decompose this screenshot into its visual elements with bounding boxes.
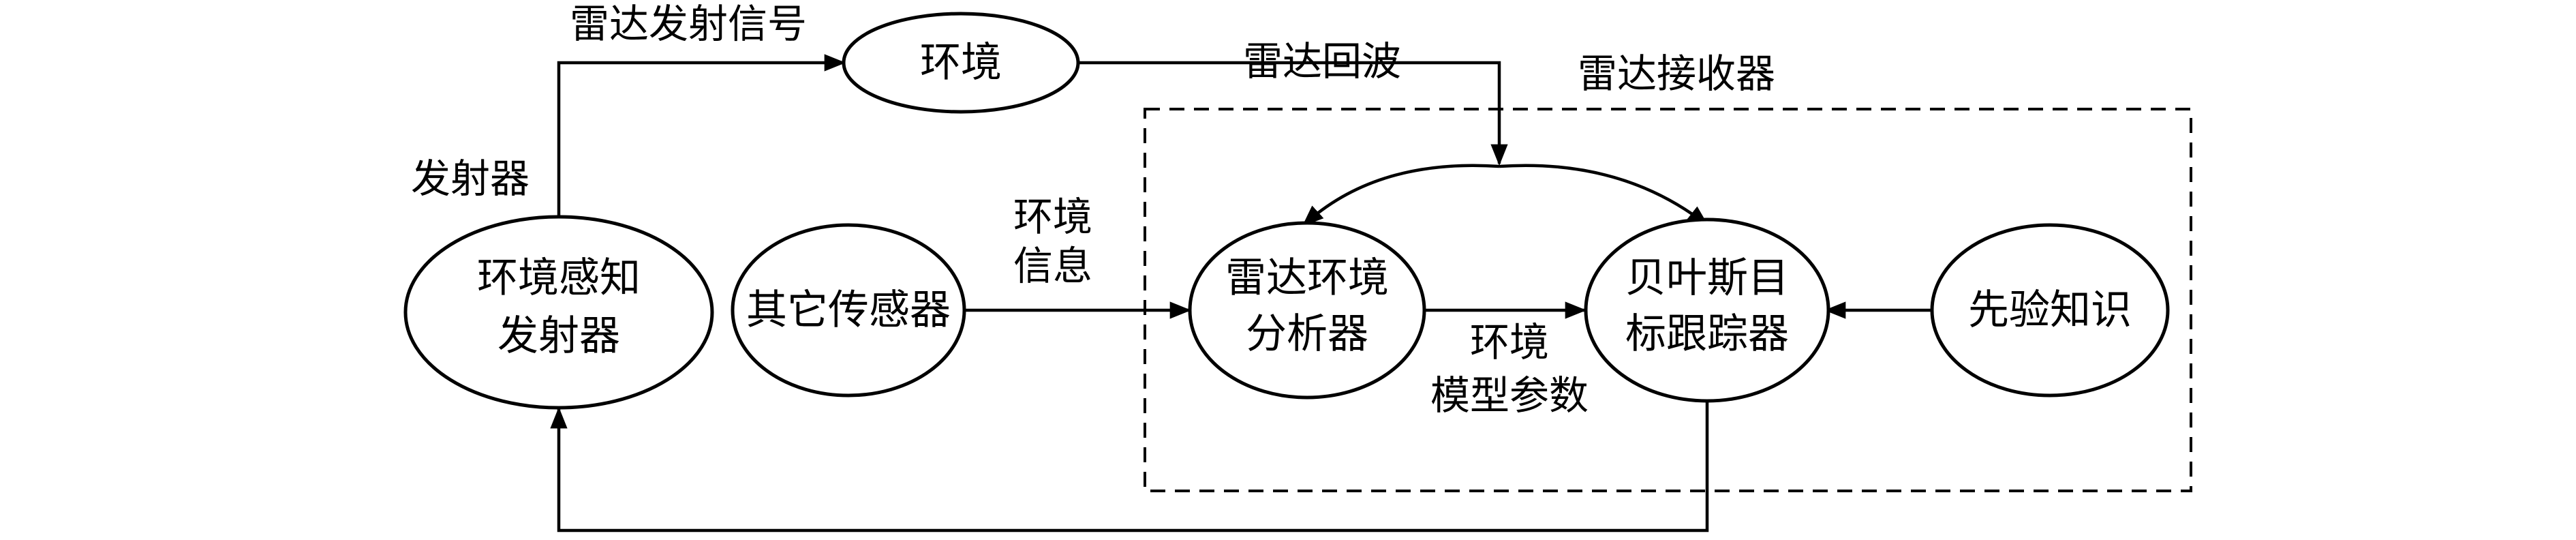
node-other-sensors [731, 223, 966, 397]
node-radar-env-analyzer-line1: 雷达环境 [1225, 254, 1389, 302]
node-radar-env-analyzer-line2: 分析器 [1246, 310, 1368, 358]
node-environment-label: 环境 [920, 39, 1002, 87]
node-bayes-tracker-line1: 贝叶斯目 [1625, 254, 1789, 302]
edge-bottom-feedback [550, 401, 1709, 532]
label-env-model-2: 模型参数 [1430, 372, 1589, 419]
edge-feedback-to-analyzer [1302, 164, 1500, 227]
node-perception-transmitter-line2: 发射器 [497, 312, 620, 360]
radar-receiver-label: 雷达接收器 [1578, 50, 1775, 97]
edge-echo [1078, 61, 1508, 166]
node-perception-transmitter-line1: 环境感知 [477, 254, 641, 302]
node-bayes-tracker [1584, 217, 1830, 403]
edge-tx-signal [557, 54, 846, 217]
node-perception-transmitter [403, 215, 714, 410]
node-radar-env-analyzer [1188, 221, 1426, 400]
label-echo: 雷达回波 [1243, 38, 1401, 85]
edge-feedback-to-tracker [1499, 164, 1709, 226]
node-prior-knowledge [1930, 223, 2170, 397]
label-transmitter: 发射器 [411, 155, 530, 202]
label-env-info-1: 环境 [1013, 194, 1092, 240]
label-env-info-2: 信息 [1013, 243, 1092, 289]
label-env-model-1: 环境 [1470, 319, 1549, 365]
radar-receiver-box [1144, 108, 2192, 492]
node-bayes-tracker-line2: 标跟踪器 [1625, 310, 1789, 358]
node-other-sensors-label: 其它传感器 [746, 286, 951, 334]
node-prior-knowledge-label: 先验知识 [1968, 286, 2132, 334]
node-environment [842, 12, 1080, 114]
label-tx-signal: 雷达发射信号 [570, 1, 807, 47]
